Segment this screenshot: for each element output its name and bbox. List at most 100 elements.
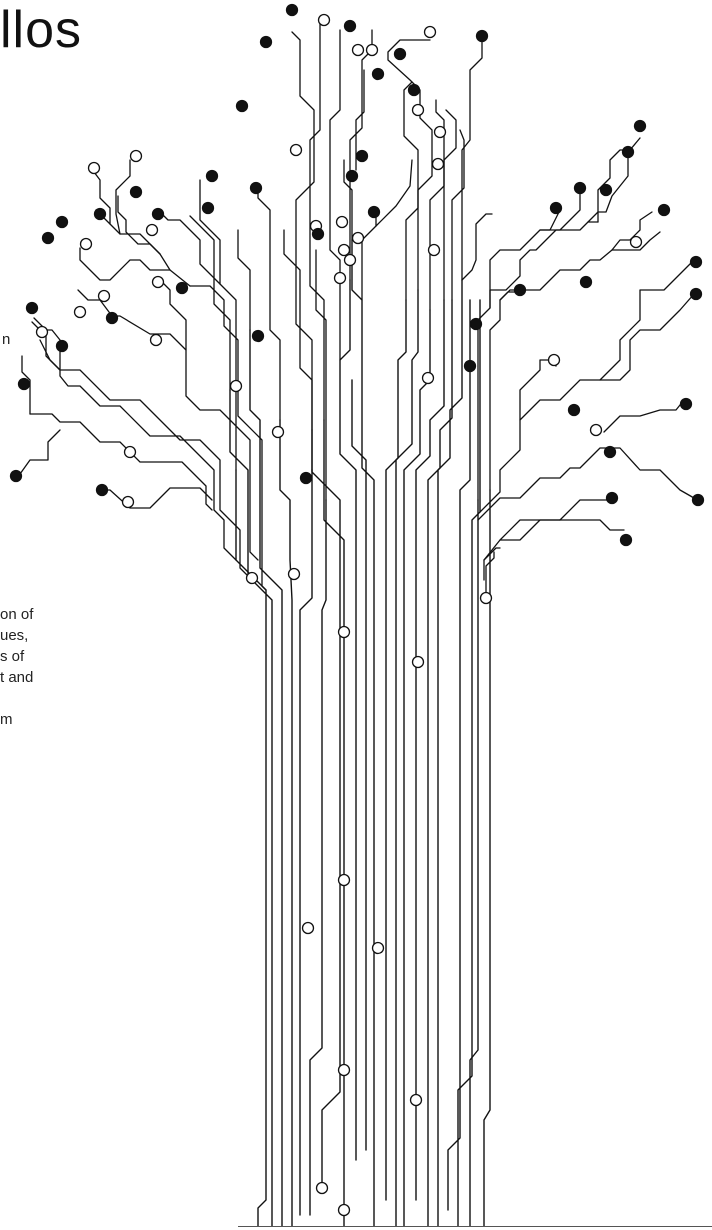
circuit-trace bbox=[257, 187, 281, 421]
circuit-trace bbox=[559, 519, 625, 531]
circuit-trace bbox=[461, 39, 483, 281]
filled-node bbox=[249, 181, 263, 195]
open-node bbox=[411, 655, 425, 669]
filled-node bbox=[9, 469, 23, 483]
circuit-nodes bbox=[9, 3, 705, 1217]
open-node bbox=[301, 921, 315, 935]
open-node bbox=[337, 625, 351, 639]
open-node bbox=[343, 253, 357, 267]
filled-node bbox=[311, 227, 325, 241]
circuit-trace bbox=[403, 309, 431, 1227]
paragraph-line: t and bbox=[0, 669, 34, 686]
filled-node bbox=[689, 255, 703, 269]
circuit-trace bbox=[415, 299, 445, 1201]
open-node bbox=[287, 567, 301, 581]
open-node bbox=[289, 143, 303, 157]
circuit-trace bbox=[489, 291, 521, 491]
page-title: llos bbox=[0, 1, 83, 59]
filled-node bbox=[235, 99, 249, 113]
circuit-trace bbox=[19, 429, 61, 475]
circuit-trace bbox=[351, 379, 367, 1151]
circuit-trace bbox=[229, 389, 273, 1227]
filled-node bbox=[371, 67, 385, 81]
filled-node bbox=[619, 533, 633, 547]
open-node bbox=[337, 1203, 351, 1217]
circuit-trace bbox=[375, 159, 413, 227]
open-node bbox=[149, 333, 163, 347]
circuit-trace bbox=[93, 171, 171, 271]
circuit-trace bbox=[99, 487, 213, 509]
circuit-trace bbox=[189, 215, 231, 391]
filled-node bbox=[603, 445, 617, 459]
circuit-trace bbox=[21, 355, 31, 415]
filled-node bbox=[251, 329, 265, 343]
filled-node bbox=[621, 145, 635, 159]
circuit-trace bbox=[111, 315, 259, 561]
open-node bbox=[315, 1181, 329, 1195]
circuit-trace bbox=[451, 129, 465, 301]
circuit-trace bbox=[387, 39, 433, 291]
circuit-trace bbox=[609, 447, 695, 499]
circuit-trace bbox=[355, 69, 365, 171]
open-node bbox=[433, 125, 447, 139]
open-node bbox=[151, 275, 165, 289]
open-node bbox=[421, 371, 435, 385]
circuit-trace bbox=[339, 279, 357, 1161]
circuit-trace bbox=[343, 159, 353, 241]
open-node bbox=[335, 215, 349, 229]
filled-node bbox=[93, 207, 107, 221]
circuit-trace bbox=[115, 159, 131, 235]
filled-node bbox=[567, 403, 581, 417]
circuit-trace bbox=[457, 299, 481, 1227]
open-node bbox=[423, 25, 437, 39]
circuit-trace bbox=[499, 519, 561, 541]
filled-node bbox=[175, 281, 189, 295]
circuit-trace bbox=[249, 329, 283, 1227]
open-node bbox=[409, 1093, 423, 1107]
filled-node bbox=[679, 397, 693, 411]
paragraph-line: ues, bbox=[0, 627, 29, 644]
filled-node bbox=[259, 35, 273, 49]
open-node bbox=[371, 941, 385, 955]
filled-node bbox=[573, 181, 587, 195]
circuit-trace bbox=[483, 489, 491, 1227]
open-node bbox=[123, 445, 137, 459]
filled-node bbox=[343, 19, 357, 33]
circuit-trace bbox=[469, 499, 479, 1227]
circuit-trace bbox=[361, 209, 377, 301]
filled-node bbox=[605, 491, 619, 505]
open-node bbox=[427, 243, 441, 257]
open-node bbox=[365, 43, 379, 57]
circuit-trace bbox=[611, 211, 653, 251]
open-node bbox=[333, 271, 347, 285]
circuit-trace bbox=[309, 19, 325, 421]
circuit-trace bbox=[599, 293, 695, 381]
open-node bbox=[351, 231, 365, 245]
circuit-trace bbox=[159, 211, 221, 285]
open-node bbox=[271, 425, 285, 439]
circuit-trace bbox=[483, 547, 501, 581]
circuit-trace bbox=[603, 399, 685, 433]
circuit-trace bbox=[29, 413, 213, 511]
circuit-trace bbox=[279, 419, 293, 1227]
filled-node bbox=[355, 149, 369, 163]
filled-node bbox=[55, 339, 69, 353]
filled-node bbox=[549, 201, 563, 215]
filled-node bbox=[469, 317, 483, 331]
circuit-trace bbox=[79, 247, 191, 287]
circuit-trace bbox=[477, 221, 599, 501]
open-node bbox=[431, 157, 445, 171]
open-node bbox=[411, 103, 425, 117]
paragraph-line: m bbox=[0, 711, 13, 728]
circuit-traces bbox=[19, 19, 695, 1227]
open-node bbox=[79, 237, 93, 251]
open-node bbox=[145, 223, 159, 237]
circuit-trace bbox=[447, 299, 471, 1211]
circuit-trace bbox=[283, 229, 313, 431]
filled-node bbox=[463, 359, 477, 373]
filled-node bbox=[393, 47, 407, 61]
open-node bbox=[121, 495, 135, 509]
circuit-trace bbox=[461, 213, 493, 281]
circuit-trace bbox=[159, 279, 187, 351]
filled-node bbox=[129, 185, 143, 199]
